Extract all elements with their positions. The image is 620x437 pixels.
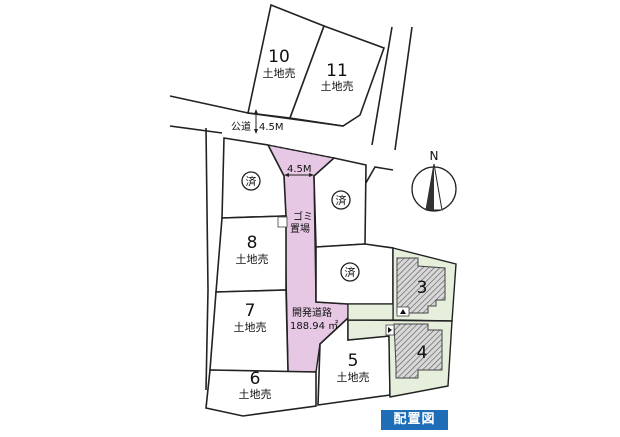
lot-10-number: 10 [268,47,290,67]
lot-6-status: 土地売 [239,388,272,401]
lot-10-status: 土地売 [263,67,296,80]
svg-text:済: 済 [336,193,347,207]
entrance-arrow-right-icon [388,327,392,333]
garbage-label-1: ゴミ [293,210,313,223]
public-road-label: 公道 [231,120,251,133]
garbage-label-2: 置場 [290,222,310,235]
lot-11[interactable] [288,24,386,127]
compass [411,163,457,212]
public-road-edge-north [169,95,344,127]
sold-mark-1: 済 [241,171,261,191]
public-road-edge-south [169,125,223,134]
road-corner [362,166,394,189]
lot-6[interactable] [205,369,317,417]
svg-text:済: 済 [345,265,356,279]
dev-road-label: 開発道路 [292,306,332,319]
sold-mark-2: 済 [331,190,351,210]
lot-6-number: 6 [250,369,261,389]
compass-north-label: N [430,149,439,163]
dev-road-area: 188.94 ㎡ [290,320,338,332]
lot-4-number: 4 [417,343,428,363]
public-road-edge-east2 [394,26,413,151]
lot-5-number: 5 [348,351,359,371]
house-4 [393,323,443,379]
garbage-area-icon [277,216,288,228]
public-road-edge-west [205,127,209,391]
lot-8-status: 土地売 [236,253,269,266]
lot-3-number: 3 [417,278,428,298]
dev-road-entrance-width: 4.5M [287,164,312,175]
lot-7-number: 7 [245,301,256,321]
lot-7-status: 土地売 [234,321,267,334]
svg-text:済: 済 [246,174,257,188]
lot-8-number: 8 [247,233,258,253]
public-road-width: 4.5M [259,122,284,133]
public-road-edge-east1 [371,26,393,146]
house-3 [396,257,446,314]
entrance-arrow-up-icon [400,309,406,314]
site-plan-title-badge: 配置図 [381,410,448,430]
lot-11-number: 11 [326,61,348,81]
lot-11-status: 土地売 [321,80,354,93]
lot-5-status: 土地売 [337,371,370,384]
sold-mark-3: 済 [340,262,360,282]
